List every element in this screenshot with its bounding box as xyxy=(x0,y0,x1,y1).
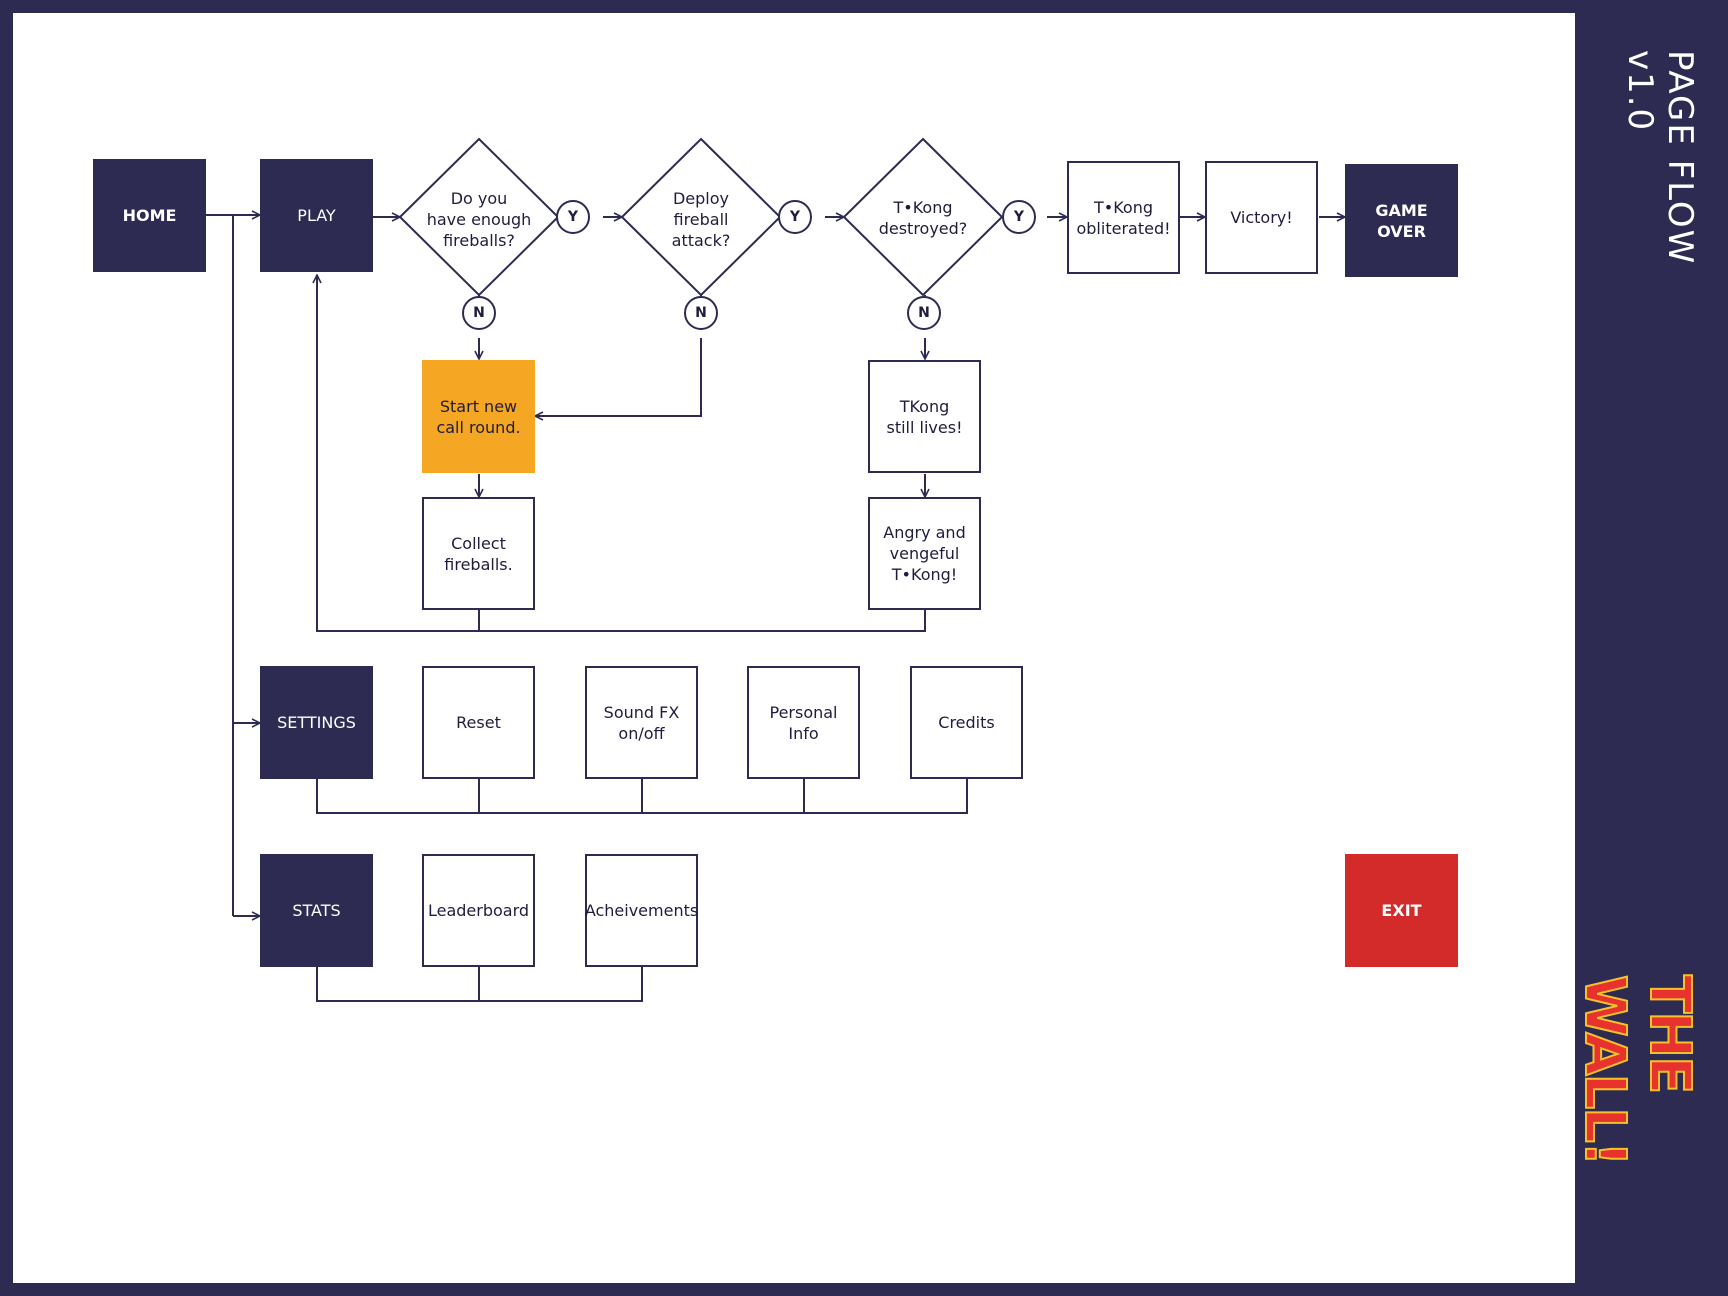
exit-node[interactable]: EXIT xyxy=(1345,854,1458,967)
decision-fireballs-label: Do you have enough fireballs? xyxy=(426,189,532,250)
page-title: PAGE FLOW v1.0 xyxy=(1620,50,1700,266)
decision-deploy-label: Deploy fireball attack? xyxy=(671,189,731,250)
no-badge-2: N xyxy=(684,296,718,330)
decision-diamond-destroyed xyxy=(842,137,1004,297)
game-over-node[interactable]: GAME OVER xyxy=(1345,164,1458,277)
personal-info-node[interactable]: Personal Info xyxy=(747,666,860,779)
angry-kong-node[interactable]: Angry and vengeful T•Kong! xyxy=(868,497,981,610)
play-node[interactable]: PLAY xyxy=(260,159,373,272)
flowchart-canvas: HOME PLAY SETTINGS STATS Do you have eno… xyxy=(13,13,1575,1283)
leaderboard-node[interactable]: Leaderboard xyxy=(422,854,535,967)
decision-diamond-deploy xyxy=(620,137,782,297)
decision-diamond-fireballs xyxy=(398,137,560,297)
sound-fx-node[interactable]: Sound FX on/off xyxy=(585,666,698,779)
connector-lines xyxy=(206,137,1575,1002)
brand-logo: THE WALL! xyxy=(1571,974,1703,1166)
no-badge-3: N xyxy=(907,296,941,330)
reset-node[interactable]: Reset xyxy=(422,666,535,779)
victory-node[interactable]: Victory! xyxy=(1205,161,1318,274)
home-node[interactable]: HOME xyxy=(93,159,206,272)
start-new-round-node[interactable]: Start new call round. xyxy=(422,360,535,473)
yes-badge-3: Y xyxy=(1002,200,1036,234)
no-badge-1: N xyxy=(462,296,496,330)
credits-node[interactable]: Credits xyxy=(910,666,1023,779)
settings-node[interactable]: SETTINGS xyxy=(260,666,373,779)
connector-angry-loop xyxy=(479,610,926,632)
connector-n-startround-2 xyxy=(535,338,702,416)
yes-badge-2: Y xyxy=(778,200,812,234)
obliterated-node[interactable]: T•Kong obliterated! xyxy=(1067,161,1180,274)
stats-node[interactable]: STATS xyxy=(260,854,373,967)
still-lives-node[interactable]: TKong still lives! xyxy=(868,360,981,473)
collect-fireballs-node[interactable]: Collect fireballs. xyxy=(422,497,535,610)
yes-badge-1: Y xyxy=(556,200,590,234)
decision-destroyed-label: T•Kong destroyed? xyxy=(878,198,968,238)
achievements-node[interactable]: Acheivements xyxy=(585,854,698,967)
connector-loop-back xyxy=(317,275,480,632)
